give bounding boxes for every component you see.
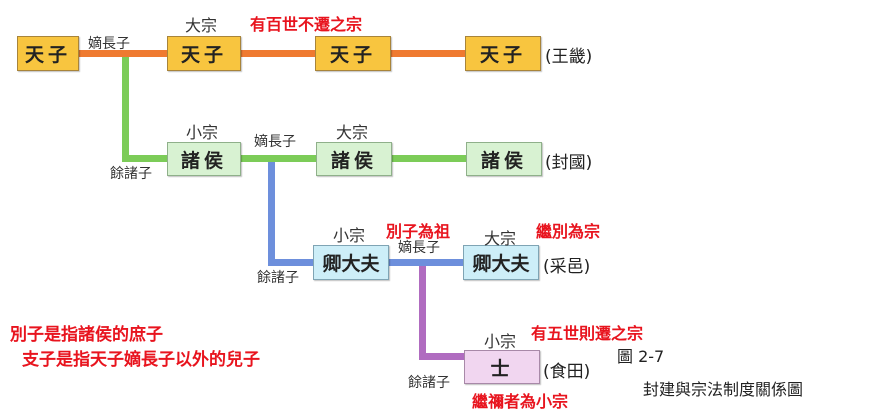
territory-label: (封國) <box>545 153 593 173</box>
zhuhou-box: 諸侯 <box>466 142 542 176</box>
definition-note: 別子是指諸侯的庶子 <box>10 325 163 345</box>
territory-label: (王畿) <box>545 47 593 67</box>
connector-line <box>78 50 468 57</box>
red-note: 繼禰者為小宗 <box>472 392 569 411</box>
eldest-son-label: 嫡長子 <box>254 134 296 150</box>
other-sons-label: 餘諸子 <box>257 270 299 286</box>
red-note: 別子為祖 <box>386 222 451 241</box>
red-note: 有五世則遷之宗 <box>531 324 644 343</box>
tianzi-box: 天子 <box>167 36 241 71</box>
other-sons-label: 餘諸子 <box>408 375 450 391</box>
shi-box: 士 <box>464 350 540 384</box>
red-note: 繼別為宗 <box>536 222 601 241</box>
minor-lineage-label: 小宗 <box>186 123 219 142</box>
major-lineage-label: 大宗 <box>336 123 369 142</box>
tianzi-box: 天子 <box>465 36 541 71</box>
figure-caption: 封建與宗法制度關係圖 <box>643 380 804 399</box>
eldest-son-label: 嫡長子 <box>398 240 440 256</box>
minor-lineage-label: 小宗 <box>484 332 517 351</box>
connector-line <box>419 266 426 359</box>
figure-number: 圖 2-7 <box>617 347 665 366</box>
zhuhou-box: 諸侯 <box>167 142 241 176</box>
other-sons-label: 餘諸子 <box>110 166 152 182</box>
connector-line <box>122 57 129 161</box>
territory-label: (食田) <box>543 362 591 382</box>
red-note: 有百世不遷之宗 <box>250 15 363 34</box>
qingdafu-box: 卿大夫 <box>463 245 539 280</box>
tianzi-box: 天子 <box>17 36 79 71</box>
eldest-son-label: 嫡長子 <box>88 36 130 52</box>
definition-note: 支子是指天子嫡長子以外的兒子 <box>22 350 260 370</box>
major-lineage-label: 大宗 <box>185 16 218 35</box>
connector-line <box>419 353 465 360</box>
connector-line <box>268 162 275 265</box>
zhuhou-box: 諸侯 <box>316 142 392 176</box>
minor-lineage-label: 小宗 <box>333 226 366 245</box>
qingdafu-box: 卿大夫 <box>313 245 389 280</box>
tianzi-box: 天子 <box>315 36 391 71</box>
major-lineage-label: 大宗 <box>484 229 517 248</box>
connector-line <box>122 155 467 162</box>
territory-label: (采邑) <box>543 257 591 277</box>
